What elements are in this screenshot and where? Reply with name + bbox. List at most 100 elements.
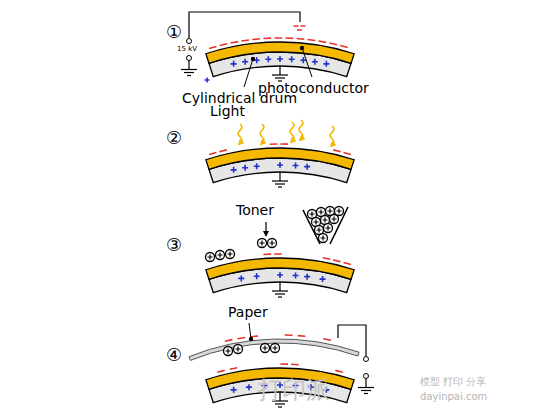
negative-charge [333,260,340,262]
negative-charge [323,258,331,259]
negative-charge [344,152,351,154]
negative-charge [263,253,271,255]
positive-charge [289,56,295,62]
toner-particle [335,207,344,216]
negative-charge [241,40,249,41]
negative-charge [252,38,260,40]
drum-section [181,12,354,87]
part-label: photoconductor [258,80,369,96]
negative-charge [291,363,299,365]
positive-charge [246,384,252,390]
negative-charge [340,46,347,48]
part-label: Paper [228,304,268,320]
ground-symbol [272,282,288,297]
negative-charge [217,370,224,372]
negative-charge [219,150,226,152]
callout-number: ④ [166,345,182,366]
photoconductor-layer [206,258,354,279]
terminal [364,357,369,362]
ground-symbol [272,172,288,187]
positive-charge [231,61,237,67]
paper-sheet [189,339,359,360]
callout-number: ① [166,22,182,43]
positive-charge [323,61,329,67]
positive-charge [265,56,271,62]
negative-charge [344,262,351,264]
negative-charge [319,41,327,42]
leader-arrow [265,222,266,234]
positive-charge [231,167,237,173]
drum-section [189,323,374,407]
positive-charge [238,275,244,281]
positive-charge [242,59,248,65]
leader-line [302,48,312,77]
ground-symbol [358,379,374,394]
positive-charge [242,165,248,171]
toner-particle [234,345,243,354]
part-label: Toner [236,202,274,218]
negative-charge [270,143,278,145]
terminal [187,56,192,61]
negative-charge [335,370,342,372]
negative-charge [280,143,288,145]
drum-section [206,207,355,298]
negative-charge [230,368,238,369]
toner-hopper [303,207,348,244]
negative-charge [308,39,316,42]
negative-charge [238,337,246,338]
supply-wire [338,325,366,356]
negative-charge [286,37,294,39]
drum-section [206,120,354,187]
leader-line [244,59,253,87]
callout-number: ③ [166,235,182,256]
photoconductor-layer [206,42,354,63]
positive-charge [277,272,283,278]
negative-charge [323,339,331,340]
ground-symbol [272,66,288,81]
negative-charge [280,363,288,365]
negative-charge [209,152,216,154]
watermark: dayinpai.com [420,391,487,403]
toner-particle [324,224,333,233]
light-ray [260,124,264,143]
toner-particle [258,239,267,248]
light-ray [330,126,334,145]
terminal [364,374,369,379]
positive-charge [205,78,210,83]
photoconductor-layer [206,148,354,169]
negative-charge [274,37,282,39]
negative-charge [263,37,271,39]
positive-charge [293,273,299,279]
positive-charge [293,163,299,169]
positive-charge [320,276,326,282]
negative-charge [274,253,282,255]
negative-charge [225,340,233,342]
positive-charge [254,163,260,169]
toner-particle [268,239,277,248]
negative-charge [333,150,340,152]
positive-charge [304,164,310,170]
positive-charge [312,59,318,65]
leader-line [249,323,251,339]
watermark: 打印派 [258,377,330,405]
ground-symbol [181,61,197,76]
negative-charge [220,44,227,46]
positive-charge [304,274,310,280]
negative-charge [297,29,302,31]
toner-particle [224,347,233,356]
light-ray [290,122,294,141]
terminal [187,39,192,44]
toner-particle [216,251,225,260]
toner-particle [330,215,339,224]
positive-charge [277,162,283,168]
voltage-label: 15 kV [177,45,197,53]
watermark: 模型 打印 分享 [420,376,486,388]
light-ray [238,124,242,143]
negative-charge [231,42,239,43]
supply-wire [189,12,300,38]
negative-charge [301,25,306,27]
toner-particle [206,253,215,262]
positive-charge [277,56,283,62]
